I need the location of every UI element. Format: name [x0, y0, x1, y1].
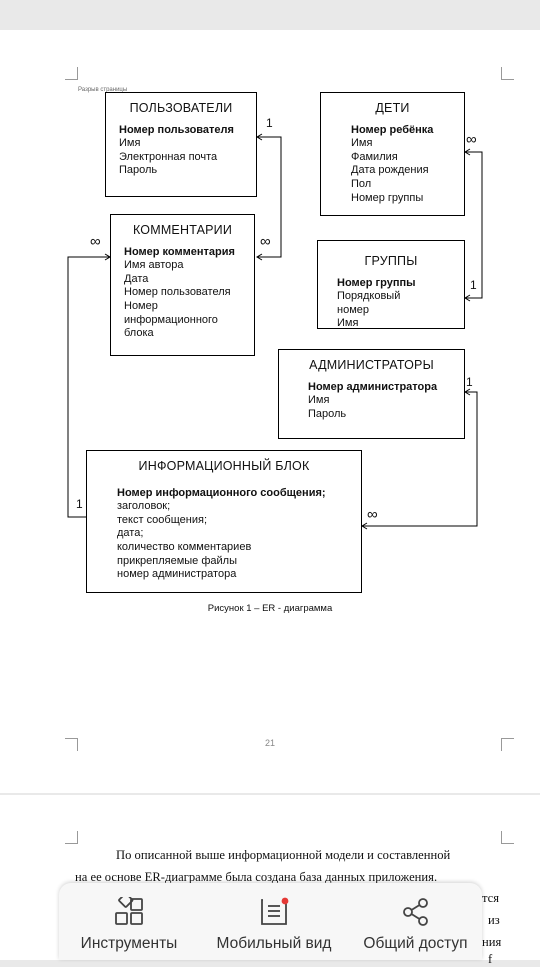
body-fragment: из [488, 913, 500, 927]
entity-groups: ГРУППЫ Номер группы Порядковый номер Имя [317, 240, 465, 329]
body-fragment: f [488, 952, 493, 966]
body-fragment: ния [482, 935, 502, 949]
body-line: на ее основе ER-диаграмме была создана б… [75, 870, 438, 884]
entity-comments: КОММЕНТАРИИ Номер комментария Имя автора… [110, 214, 255, 356]
relationship-lines [67, 133, 483, 530]
entity-field: прикрепляемые файлы [117, 554, 237, 567]
cardinality-many: ∞ [367, 506, 378, 523]
entity-field: Номер группы [351, 191, 424, 204]
cardinality-many: ∞ [90, 233, 101, 250]
page-break-label: Разрыв страницы [78, 87, 128, 93]
entity-administrators: АДМИНИСТРАТОРЫ Номер администратора Имя … [278, 349, 465, 439]
entity-key-field: Номер информационного сообщения; [117, 486, 326, 499]
cardinality-many: ∞ [260, 233, 271, 250]
figure-caption: Рисунок 1 – ER - диаграмма [207, 603, 333, 614]
mobile-view-button[interactable]: Мобильный вид [199, 883, 349, 960]
share-icon [402, 898, 428, 926]
entity-title: ИНФОРМАЦИОННЫЙ БЛОК [138, 459, 310, 473]
cardinality-many: ∞ [466, 131, 477, 148]
entity-title: ДЕТИ [375, 101, 410, 115]
bottom-toolbar: Инструменты Мобильный вид Общий доступ [59, 883, 482, 960]
crop-mark [65, 67, 78, 80]
share-button[interactable]: Общий доступ [349, 883, 482, 960]
entity-information-block: ИНФОРМАЦИОННЫЙ БЛОК Номер информационног… [86, 450, 362, 593]
crop-mark [501, 831, 514, 844]
entity-field: дата; [117, 527, 144, 540]
notification-badge [281, 897, 289, 905]
entity-field: Электронная почта [119, 150, 218, 163]
body-fragment: тся [482, 891, 500, 905]
entity-field: Имя [337, 317, 359, 329]
entity-field: Фамилия [351, 150, 398, 163]
entity-key-field: Номер администратора [308, 380, 438, 393]
entity-title: ПОЛЬЗОВАТЕЛИ [129, 101, 233, 115]
body-line: По описанной выше информационной модели … [116, 848, 451, 862]
entity-field: Пароль [308, 407, 347, 420]
crop-mark [65, 738, 78, 751]
entity-field: номер [337, 303, 369, 316]
entity-key-field: Номер пользователя [119, 123, 234, 136]
entity-field: Дата [124, 272, 149, 285]
entity-key-field: Номер ребёнка [351, 123, 434, 136]
entity-key-field: Номер комментария [124, 245, 235, 258]
rel-line-users-comments [257, 136, 282, 258]
entity-field: количество комментариев [117, 540, 252, 553]
entity-key-field: Номер группы [337, 276, 416, 289]
document-page-1: Разрыв страницы 1 [0, 30, 540, 793]
entity-field: Номер пользователя [124, 286, 231, 299]
entity-field: Номер [124, 299, 158, 312]
entity-field: текст сообщения; [117, 513, 207, 526]
entity-field: Пол [351, 177, 372, 190]
cardinality-one: 1 [266, 116, 273, 130]
cardinality-one: 1 [470, 278, 477, 292]
entity-field: Порядковый [337, 290, 401, 303]
entity-title: АДМИНИСТРАТОРЫ [309, 358, 434, 372]
entity-title: КОММЕНТАРИИ [132, 223, 233, 237]
tools-icon [115, 897, 143, 925]
tools-label: Инструменты [80, 935, 178, 952]
rel-line-children-groups [465, 151, 483, 299]
mobile-view-icon [261, 897, 289, 925]
crop-mark [501, 67, 514, 80]
entity-field: Пароль [119, 164, 158, 177]
rel-line-admins-infoblock [362, 391, 478, 527]
entity-users: ПОЛЬЗОВАТЕЛИ Номер пользователя Имя Элек… [105, 92, 257, 197]
entity-field: информационного [124, 313, 218, 326]
entity-field: Имя автора [124, 259, 184, 272]
entity-field: заголовок; [117, 500, 171, 513]
crop-mark [501, 738, 514, 751]
cardinality-one: 1 [76, 497, 83, 511]
entity-field: Имя [119, 137, 141, 150]
entity-field: Имя [351, 137, 373, 150]
entity-children: ДЕТИ Номер ребёнка Имя Фамилия Дата рожд… [320, 92, 465, 216]
entity-field: Дата рождения [351, 164, 429, 177]
share-label: Общий доступ [363, 935, 468, 952]
entity-field: блока [124, 327, 154, 340]
entity-field: Имя [308, 394, 330, 407]
cardinality-one: 1 [466, 375, 473, 389]
crop-mark [65, 831, 78, 844]
page-number: 21 [264, 738, 275, 748]
entity-field: номер администратора [117, 568, 237, 581]
tools-button[interactable]: Инструменты [59, 883, 199, 960]
entity-title: ГРУППЫ [364, 254, 418, 268]
rel-line-comments-infoblock [67, 256, 110, 518]
mobile-view-label: Мобильный вид [216, 935, 332, 952]
